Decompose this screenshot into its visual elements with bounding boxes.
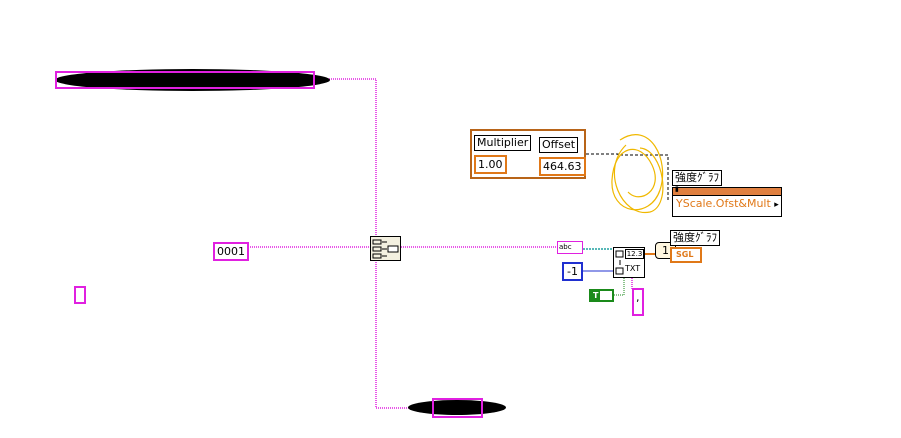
txt-glyph: TXT (625, 264, 641, 273)
string-constant-0001[interactable]: 0001 (213, 242, 249, 261)
abc-label: abc (559, 243, 572, 251)
concatenate-icon (372, 239, 399, 259)
offset-value[interactable]: 464.63 (539, 157, 586, 176)
property-item[interactable]: YScale.Ofst&Mult ▸ (673, 196, 781, 213)
string-constant-bottom[interactable] (432, 398, 483, 418)
yscale-property-node[interactable]: ▮ YScale.Ofst&Mult ▸ (672, 185, 782, 217)
empty-string-constant[interactable] (74, 286, 86, 304)
property-arrow-icon: ▸ (774, 200, 779, 210)
comma-string-constant[interactable]: , (632, 288, 644, 316)
graph-label-top: 強度ｸﾞﾗﾌ (672, 170, 722, 186)
multiplier-label: Multiplier (474, 135, 532, 151)
string-wire-top (315, 78, 377, 240)
offset-label: Offset (539, 137, 579, 153)
property-name: YScale.Ofst&Mult (676, 197, 771, 210)
annotation-scribble (611, 134, 664, 213)
property-node-header: ▮ (673, 185, 781, 196)
graph-label-bottom: 強度ｸﾞﾗﾌ (670, 230, 720, 246)
string-wire-bottom (375, 252, 432, 409)
neg-one-constant[interactable]: -1 (562, 262, 583, 281)
sgl-tag: SGL (676, 250, 694, 259)
reference-icon: ▮ (675, 185, 679, 193)
string-terminal[interactable]: abc (557, 241, 583, 254)
fract-exp-string-to-number-node[interactable]: 12.3 TXT (613, 247, 645, 278)
multiplier-offset-cluster[interactable]: Multiplier Offset 1.00 464.63 (470, 129, 586, 179)
true-constant[interactable]: T (589, 289, 614, 302)
redacted-top (55, 69, 330, 91)
true-glyph: T (591, 291, 601, 300)
string-constant-top[interactable] (55, 71, 315, 89)
bool-wire (614, 278, 625, 296)
multiplier-value[interactable]: 1.00 (474, 155, 507, 174)
graph-terminal[interactable]: SGL (670, 247, 702, 263)
conversion-icon (615, 250, 624, 275)
cluster-wire (586, 153, 669, 200)
numeric-glyph: 12.3 (625, 249, 644, 259)
concatenate-strings-node[interactable] (370, 236, 401, 261)
